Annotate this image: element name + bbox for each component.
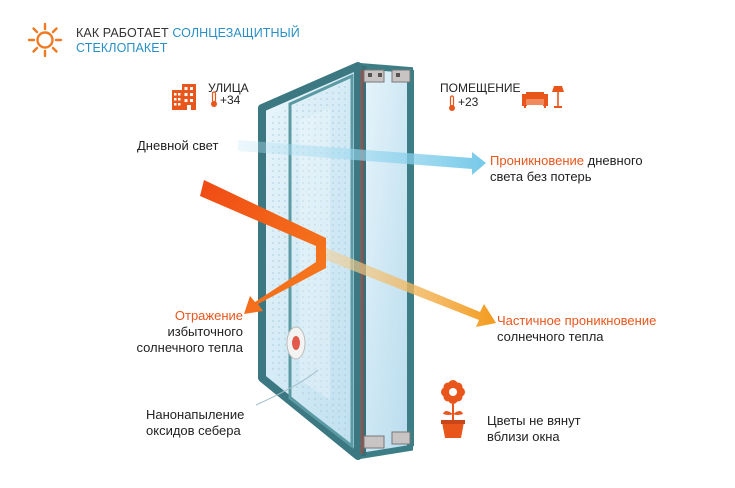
- flowers-line2: вблизи окна: [487, 429, 560, 444]
- partial-line2: солнечного тепла: [497, 329, 604, 344]
- partial-highlight: Частичное проникновение: [497, 313, 657, 328]
- daylight-label: Дневной свет: [137, 138, 219, 153]
- coating-text: Нанонапыление оксидов себера: [146, 407, 244, 439]
- title-part2: СОЛНЦЕЗАЩИТНЫЙ: [172, 26, 300, 40]
- partial-heat-arrow: [326, 248, 496, 327]
- daylight-result-rest: дневного: [587, 153, 643, 168]
- reflection-arrow: [200, 180, 326, 314]
- title-part1: КАК РАБОТАЕТ: [76, 26, 169, 40]
- flower-pot-icon: [441, 380, 465, 438]
- flowers-text: Цветы не вянут вблизи окна: [487, 413, 581, 445]
- inside-label: ПОМЕЩЕНИЕ: [440, 81, 521, 95]
- sofa-lamp-icon: [522, 86, 564, 108]
- flowers-line1: Цветы не вянут: [487, 413, 581, 428]
- coating-line1: Нанонапыление: [146, 407, 245, 422]
- daylight-arrow: [238, 140, 486, 175]
- title-line2: СТЕКЛОПАКЕТ: [76, 41, 168, 55]
- outside-temperature: +34: [220, 93, 241, 107]
- sun-icon: [27, 22, 63, 58]
- reflection-text: Отражение избыточного солнечного тепла: [128, 308, 243, 356]
- reflection-highlight: Отражение: [174, 308, 243, 323]
- page-title: КАК РАБОТАЕТ СОЛНЦЕЗАЩИТНЫЙ СТЕКЛОПАКЕТ: [76, 26, 300, 56]
- daylight-result: Проникновение дневного света без потерь: [490, 153, 643, 185]
- inside-temperature: +23: [458, 95, 479, 109]
- outside-label: УЛИЦА: [208, 81, 249, 95]
- building-icon: [172, 84, 196, 110]
- partial-text: Частичное проникновение солнечного тепла: [497, 313, 656, 345]
- inside-thermometer-icon: [449, 95, 455, 111]
- daylight-result-highlight: Проникновение: [490, 153, 585, 168]
- coating-leader: [255, 369, 319, 406]
- daylight-result-line2: света без потерь: [490, 169, 592, 184]
- coating-badge: [286, 326, 306, 360]
- outside-thermometer-icon: [211, 91, 217, 107]
- reflection-line2: избыточного: [167, 324, 244, 339]
- coating-line2: оксидов себера: [146, 423, 241, 438]
- reflection-line3: солнечного тепла: [136, 340, 243, 355]
